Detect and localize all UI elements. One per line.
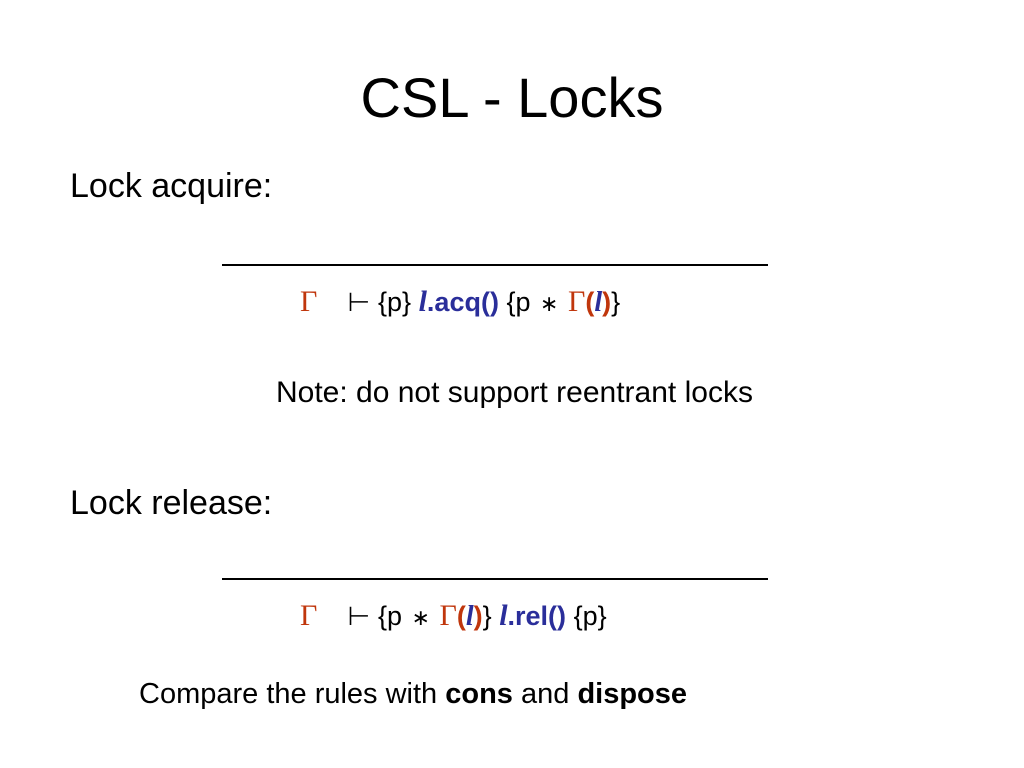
compare-note: Compare the rules with cons and dispose <box>139 674 687 714</box>
compare-middle: and <box>512 678 578 710</box>
release-paren-open: ( <box>456 601 466 631</box>
acquire-inference-line <box>222 264 768 266</box>
release-inference-line <box>222 578 768 580</box>
acquire-turnstile: ⊢ <box>347 288 370 318</box>
acquire-invariant-lock: l <box>594 287 603 318</box>
acquire-paren-close: ) <box>602 287 612 317</box>
reentrant-note: Note: do not support reentrant locks <box>276 376 753 409</box>
slide-title: CSL - Locks <box>360 66 664 129</box>
release-context-gamma: Γ <box>300 599 318 632</box>
release-pre-close: } <box>482 601 492 631</box>
release-pre-open: {p <box>378 601 403 631</box>
release-operation: .rel() <box>507 601 567 631</box>
acquire-operation: .acq() <box>426 287 499 317</box>
acquire-paren-open: ( <box>585 287 595 317</box>
acquire-post-close: } <box>611 287 621 317</box>
acquire-judgment: Γ⊢{p} l.acq() {p ∗ Γ(l)} <box>300 284 620 323</box>
release-invariant-lock: l <box>465 601 474 632</box>
acquire-lock-var: l <box>418 285 427 318</box>
compare-word-cons: cons <box>445 678 513 710</box>
acquire-context-gamma: Γ <box>300 285 318 318</box>
release-invariant-gamma: Γ <box>439 599 457 632</box>
compare-word-dispose: dispose <box>577 678 688 710</box>
acquire-star: ∗ <box>540 292 559 317</box>
acquire-post-open: {p <box>506 287 531 317</box>
release-lock-var: l <box>499 599 508 632</box>
compare-prefix: Compare the rules with <box>139 678 446 710</box>
release-postcondition: {p} <box>573 601 607 631</box>
release-turnstile: ⊢ <box>347 602 370 632</box>
lock-acquire-heading: Lock acquire: <box>70 167 273 205</box>
acquire-precondition: {p} <box>378 287 412 317</box>
acquire-invariant-gamma: Γ <box>567 285 586 318</box>
release-star: ∗ <box>411 606 430 631</box>
lock-release-heading: Lock release: <box>70 484 273 522</box>
release-paren-close: ) <box>473 601 483 631</box>
release-judgment: Γ⊢{p ∗ Γ(l)} l.rel() {p} <box>300 598 607 637</box>
